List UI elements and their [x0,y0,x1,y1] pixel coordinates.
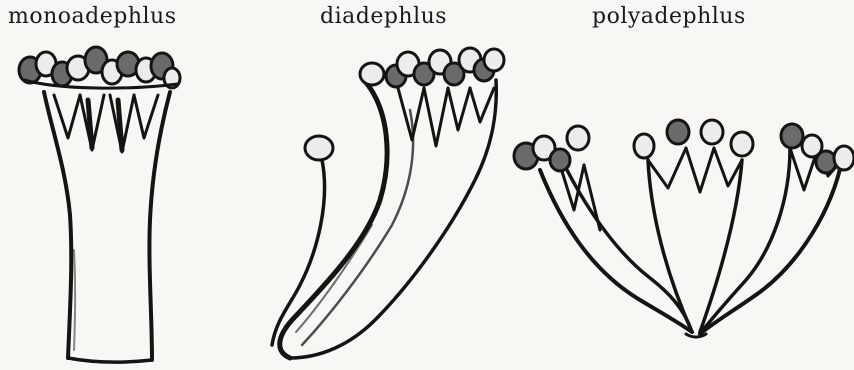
diadelphous-stamen-drawing [272,48,504,358]
polyadelphous-stamen-drawing [514,120,854,337]
monoadelphous-stamen-drawing [19,47,180,362]
